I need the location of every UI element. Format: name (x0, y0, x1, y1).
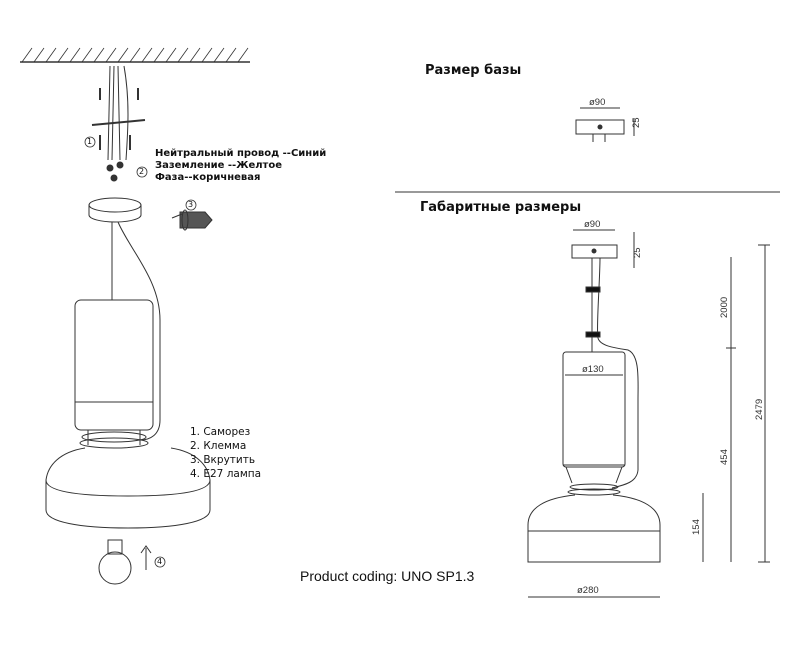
step-4-marker: 4 (157, 557, 163, 566)
product-coding: Product coding: UNO SP1.3 (300, 568, 475, 584)
legend-item: 2. Клемма (190, 440, 247, 452)
step-3-marker: 3 (188, 200, 194, 209)
parts-legend: 1. Саморез 2. Клемма 3. Вкрутить 4. E27 … (190, 425, 261, 481)
base-height-dim-label: 154 (691, 519, 702, 535)
overall-dimensions-title: Габаритные размеры (420, 200, 582, 215)
canopy-diameter-label: ø90 (584, 219, 600, 230)
shade-diameter-label: ø130 (582, 364, 604, 375)
ground-wire-note: Заземление --Желтое (155, 160, 283, 171)
step-markers (84, 136, 197, 568)
phase-wire-note: Фаза--коричневая (155, 172, 261, 183)
wiring-instructions: Нейтральный провод --Синий Заземление --… (155, 148, 326, 184)
total-height-label: 2479 (754, 399, 765, 420)
base-size-title: Размер базы (425, 63, 522, 78)
neutral-wire-note: Нейтральный провод --Синий (155, 148, 327, 159)
legend-item: 4. E27 лампа (190, 468, 262, 480)
legend-item: 3. Вкрутить (190, 454, 256, 466)
exploded-lamp (45, 65, 213, 585)
lamp-height-label: 454 (719, 449, 730, 465)
cord-length-label: 2000 (719, 297, 730, 318)
base-size-drawing: 25 ø90 (575, 97, 642, 142)
dimension-drawing: ø90 25 ø130 ø280 2000 454 154 2479 (527, 219, 770, 598)
base-diameter-label: ø90 (589, 97, 605, 108)
step-2-marker: 2 (139, 167, 145, 176)
base-height-label: 25 (631, 117, 642, 128)
step-1-marker: 1 (87, 137, 93, 146)
canopy-height-label: 25 (632, 247, 643, 258)
base-diameter-label: ø280 (577, 585, 599, 596)
legend-item: 1. Саморез (190, 426, 251, 438)
ceiling (20, 47, 250, 63)
